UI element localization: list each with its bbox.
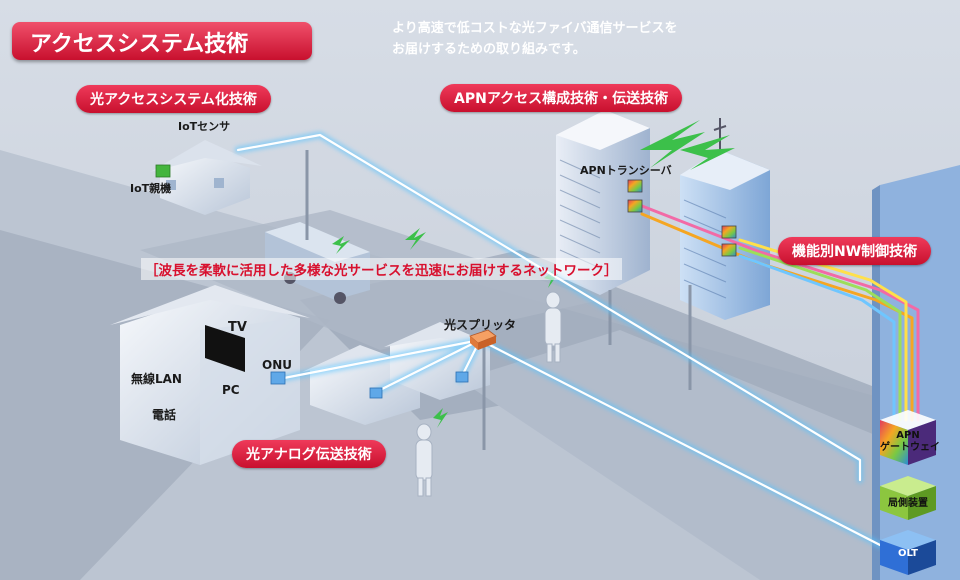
network-banner: ［波長を柔軟に活用した多様な光サービスを迅速にお届けするネットワーク］: [141, 258, 622, 280]
central-equipment-box: [880, 476, 936, 520]
description-line-2: お届けするための取り組みです。: [392, 42, 586, 57]
label-wireless-lan: 無線LAN: [131, 372, 182, 386]
page-description: より高速で低コストな光ファイバ通信サービスを お届けするための取り組みです。: [392, 18, 752, 60]
label-pc: PC: [222, 383, 240, 397]
label-tv: TV: [228, 320, 247, 335]
label-phone: 電話: [152, 408, 177, 422]
central-office-building: [872, 165, 960, 580]
label-apn-gateway-line2: ゲートウェイ: [880, 442, 940, 453]
tv: [205, 325, 245, 372]
iot-house: [150, 140, 262, 215]
label-optical-analog: 光アナログ伝送技術: [232, 440, 386, 468]
olt-box: [880, 530, 936, 575]
utility-poles: [305, 150, 692, 450]
label-onu: ONU: [262, 358, 292, 372]
apn-tower-left: [556, 110, 650, 295]
label-apn-gateway: APN ゲートウェイ: [880, 430, 940, 454]
label-function-nw-control: 機能別NW制御技術: [778, 237, 932, 265]
splitter-box: [469, 329, 497, 350]
label-apn-gateway-line1: APN: [896, 430, 920, 441]
label-olt: OLT: [897, 548, 919, 559]
label-optical-access-system: 光アクセスシステム化技術: [76, 85, 271, 113]
label-central-equipment: 局側装置: [888, 498, 928, 509]
label-apn-access: APNアクセス構成技術・伝送技術: [440, 84, 683, 112]
apn-transceivers: [627, 179, 737, 257]
label-splitter: 光スプリッタ: [444, 318, 517, 332]
page-title: アクセスシステム技術: [12, 22, 312, 60]
apn-gateway-box: [880, 410, 936, 465]
label-iot-sensor: IoTセンサ: [178, 120, 231, 133]
description-line-1: より高速で低コストな光ファイバ通信サービスを: [392, 21, 678, 36]
label-iot-master: IoT親機: [130, 182, 172, 195]
people: [415, 291, 562, 497]
label-apn-transceiver: APNトランシーバ: [580, 164, 672, 177]
onu-boxes: [155, 164, 469, 399]
